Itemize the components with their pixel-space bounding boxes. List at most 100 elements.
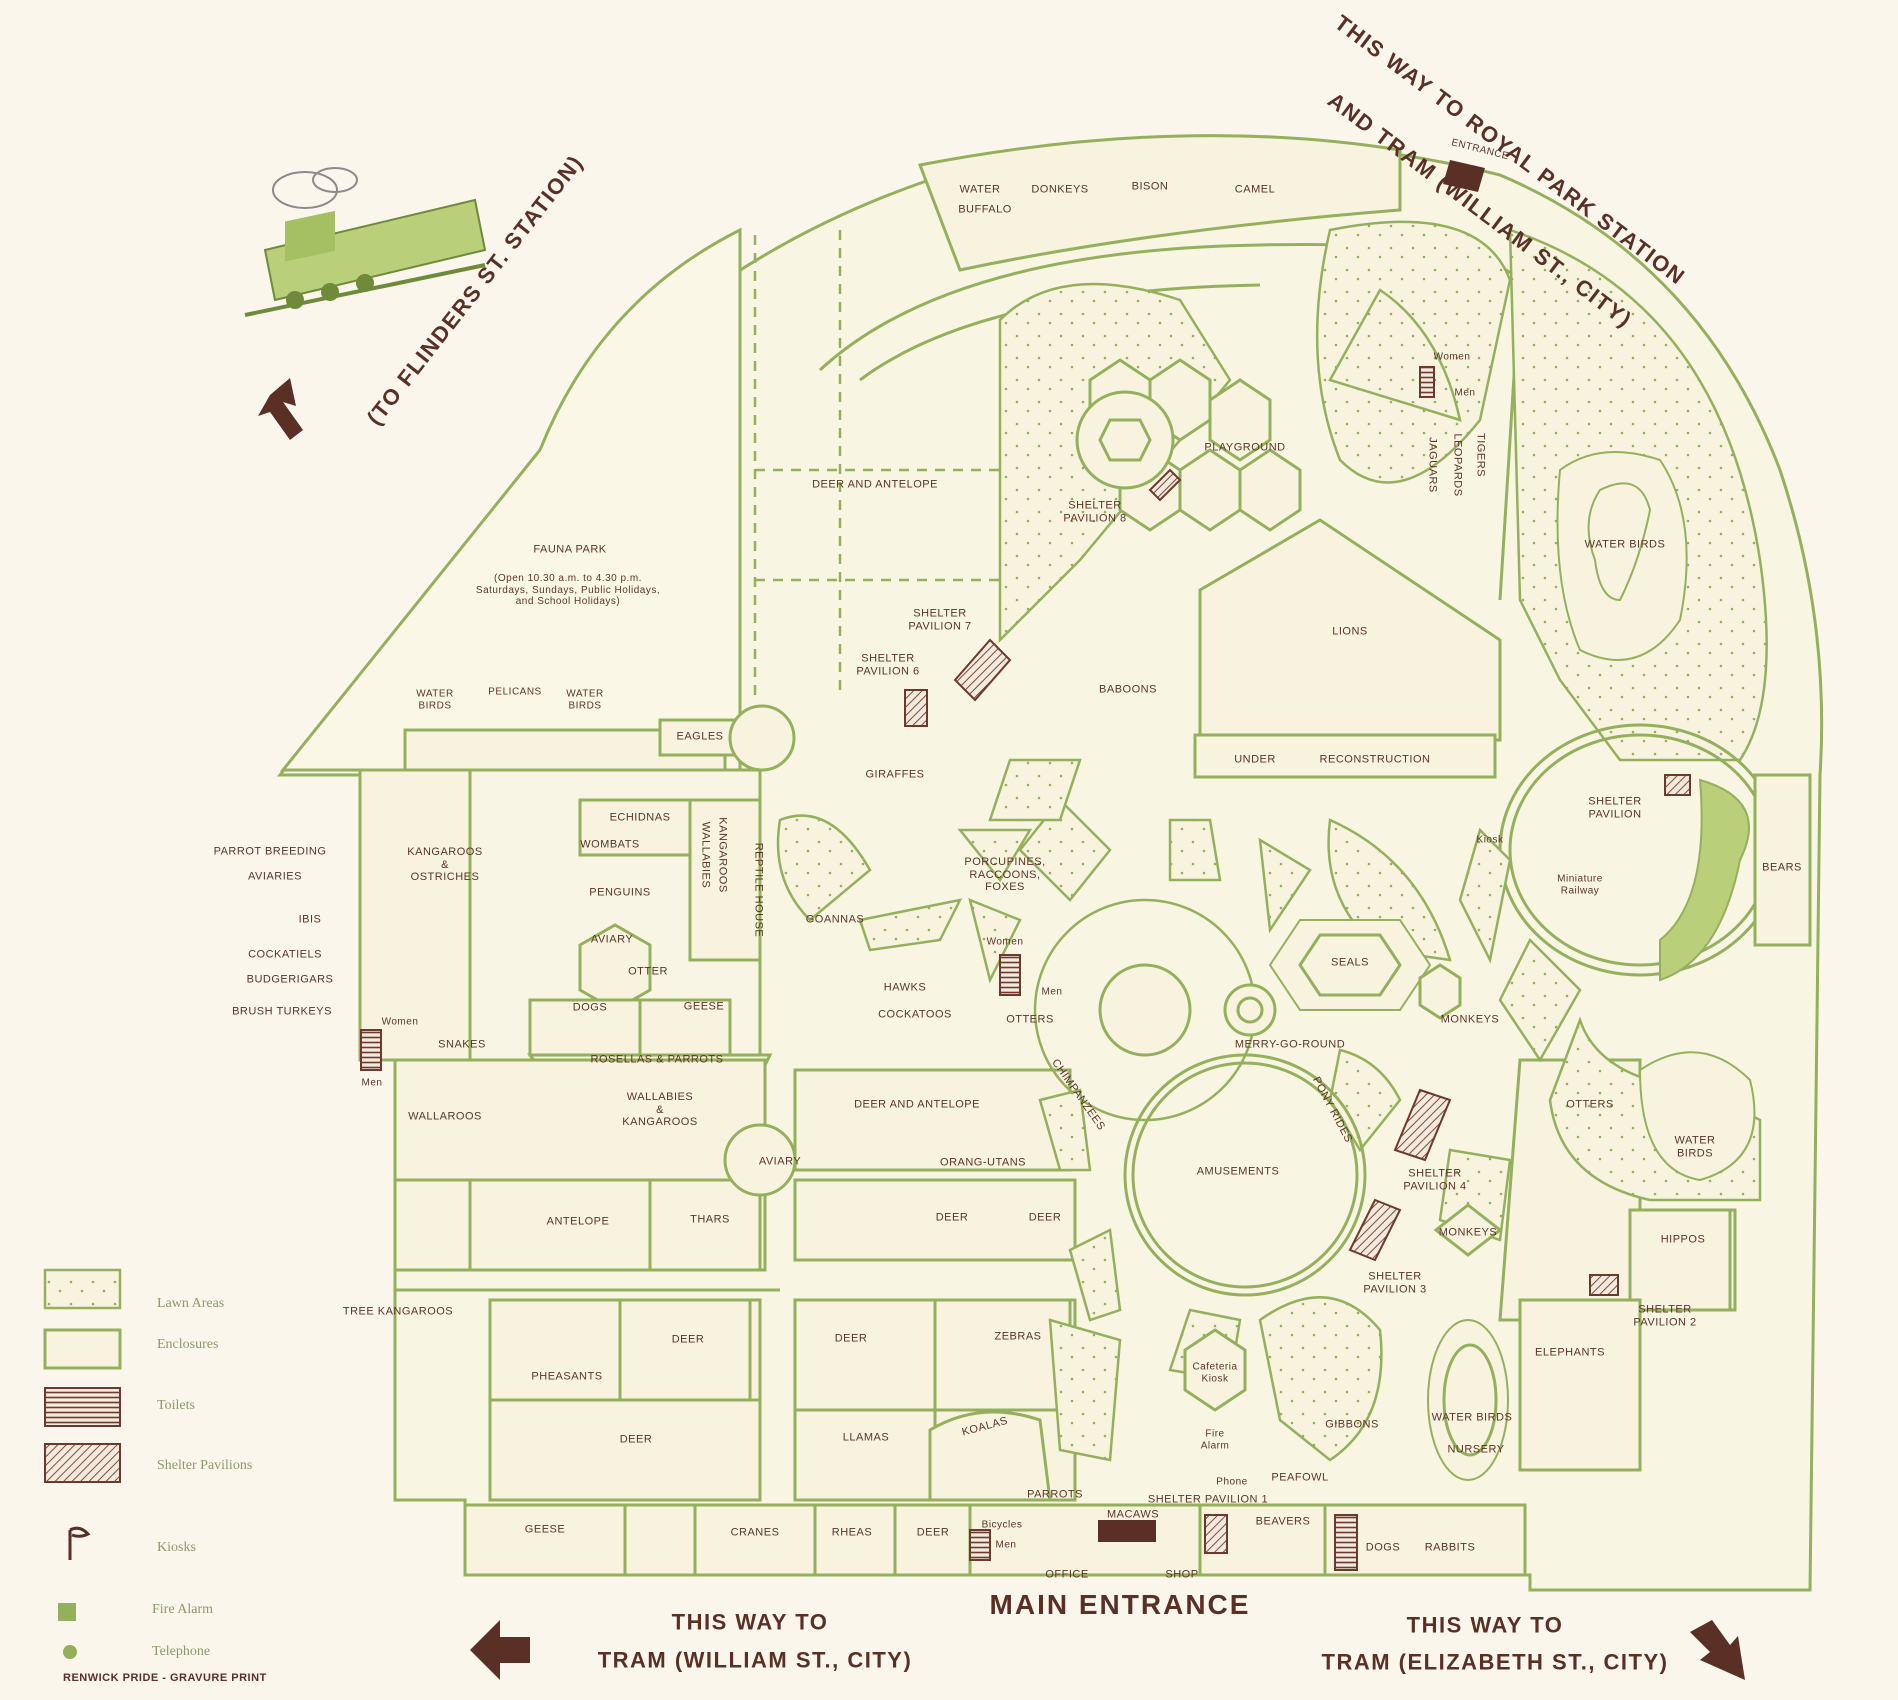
label-eagles: EAGLES <box>676 730 724 743</box>
label-kiosk-ne: Kiosk <box>1476 834 1504 846</box>
label-macaws: MACAWS <box>1106 1508 1160 1521</box>
label-shelter-pavilion: SHELTER PAVILION <box>1588 795 1642 820</box>
arrow-west <box>470 1620 530 1680</box>
label-phone: Phone <box>1216 1476 1248 1488</box>
label-nursery: NURSERY <box>1447 1443 1505 1456</box>
label-water-birds-s: WATER BIRDS <box>1431 1411 1513 1424</box>
wallaroos-enclosure <box>393 1058 767 1182</box>
legend-fire-label: Fire Alarm <box>152 1602 214 1617</box>
shelter-pavilion-6 <box>904 689 928 727</box>
main-entrance-label: MAIN ENTRANCE <box>989 1588 1251 1620</box>
label-rheas: RHEAS <box>831 1526 873 1539</box>
label-deer-1: DEER <box>935 1211 969 1224</box>
label-women-mid: Women <box>986 936 1024 948</box>
label-camel: CAMEL <box>1234 183 1276 196</box>
label-penguins: PENGUINS <box>589 886 651 899</box>
label-shelter-8: SHELTER PAVILION 8 <box>1063 499 1127 524</box>
label-elephants: ELEPHANTS <box>1535 1346 1605 1359</box>
legend-kiosk-label: Kiosks <box>157 1540 196 1555</box>
east-direction-line1: THIS WAY TO <box>1406 1612 1564 1638</box>
label-miniature-railway: Miniature Railway <box>1557 873 1603 897</box>
label-deer-4: DEER <box>834 1332 868 1345</box>
label-tigers: TIGERS <box>1474 433 1487 477</box>
label-women-w: Women <box>381 1016 419 1028</box>
label-deer-3: DEER <box>671 1333 705 1346</box>
label-wallaroos: WALLAROOS <box>408 1110 482 1123</box>
label-water-buffalo-2: BUFFALO <box>958 203 1012 216</box>
legend-toilet-label: Toilets <box>157 1398 195 1413</box>
label-men-s: Men <box>995 1539 1017 1551</box>
fauna-park-hours: (Open 10.30 a.m. to 4.30 p.m. Saturdays,… <box>475 572 661 607</box>
label-llamas: LLAMAS <box>842 1431 890 1444</box>
label-bison: BISON <box>1131 180 1169 193</box>
label-monkeys-2: MONKEYS <box>1438 1226 1498 1239</box>
label-zebras: ZEBRAS <box>994 1330 1042 1343</box>
east-direction-line2: TRAM (ELIZABETH ST., CITY) <box>1321 1649 1669 1675</box>
label-deer-2: DEER <box>1028 1211 1062 1224</box>
main-entrance-gate <box>1098 1520 1156 1542</box>
label-men-mid: Men <box>1041 986 1063 998</box>
label-shelter-2: SHELTER PAVILION 2 <box>1633 1303 1697 1328</box>
label-seals: SEALS <box>1331 956 1369 969</box>
label-bicycles: Bicycles <box>981 1519 1023 1531</box>
label-reptile-house: REPTILE HOUSE <box>752 842 765 938</box>
label-shelter-3: SHELTER PAVILION 3 <box>1363 1270 1427 1295</box>
label-pelicans: PELICANS <box>488 686 542 698</box>
label-water-birds-w2: WATER BIRDS <box>566 688 604 712</box>
label-shelter-4: SHELTER PAVILION 4 <box>1403 1167 1467 1192</box>
west-direction-line1: THIS WAY TO <box>671 1609 829 1635</box>
label-pheasants: PHEASANTS <box>531 1370 603 1383</box>
train-illustration <box>244 167 487 317</box>
printer-credit: RENWICK PRIDE - GRAVURE PRINT <box>63 1672 267 1684</box>
label-dogs-w: DOGS <box>572 1001 608 1014</box>
label-water-birds-ne: WATER BIRDS <box>1584 538 1666 551</box>
label-aviary-1: AVIARY <box>590 933 634 946</box>
label-water-birds-w1: WATER BIRDS <box>416 688 454 712</box>
cafeteria-kiosk-building <box>1183 1328 1247 1412</box>
arrow-east <box>1690 1620 1745 1680</box>
label-baboons: BABOONS <box>1099 683 1157 696</box>
label-porcupines: PORCUPINES, RACCOONS, FOXES <box>964 856 1046 894</box>
label-playground: PLAYGROUND <box>1204 441 1286 454</box>
label-cockatiels: COCKATIELS <box>248 948 322 961</box>
label-hawks: HAWKS <box>883 981 927 994</box>
label-aviary-2: AVIARY <box>758 1155 802 1168</box>
label-beavers: BEAVERS <box>1255 1515 1311 1528</box>
label-deer-5: DEER <box>619 1433 653 1446</box>
shelter-pavilion-7 <box>953 638 1012 702</box>
label-ibis: IBIS <box>298 913 322 926</box>
label-shelter-1: SHELTER PAVILION 1 <box>1147 1493 1269 1506</box>
north-entrance-gate <box>1443 160 1485 192</box>
label-men-w: Men <box>361 1077 383 1089</box>
label-kangaroos-ostriches: KANGAROOS & OSTRICHES <box>407 846 483 884</box>
label-goannas: GOANNAS <box>805 913 865 926</box>
arrow-flinders <box>258 378 303 440</box>
west-direction-line2: TRAM (WILLIAM ST., CITY) <box>597 1647 913 1673</box>
fauna-park-area <box>279 227 742 772</box>
label-bears: BEARS <box>1762 861 1802 874</box>
label-gibbons: GIBBONS <box>1325 1418 1379 1431</box>
label-under: UNDER <box>1234 753 1276 766</box>
label-women-top: Women <box>1433 351 1471 363</box>
label-otter: OTTER <box>628 965 668 978</box>
label-wallabies-kangaroos: WALLABIES & KANGAROOS <box>622 1091 698 1129</box>
legend-phone-label: Telephone <box>152 1644 211 1659</box>
legend-lawn-label: Lawn Areas <box>157 1296 225 1311</box>
label-dogs-s: DOGS <box>1365 1541 1401 1554</box>
label-brush-turkeys: BRUSH TURKEYS <box>232 1005 332 1018</box>
label-fire-alarm: Fire Alarm <box>1200 1428 1230 1452</box>
label-tree-kangaroos: TREE KANGAROOS <box>342 1305 454 1318</box>
label-parrots: PARROTS <box>1027 1488 1083 1501</box>
kangaroos-ostriches-enclosure <box>358 768 472 1062</box>
label-men-top: Men <box>1454 387 1476 399</box>
label-deer-6: DEER <box>916 1526 950 1539</box>
label-merry-go-round: MERRY-GO-ROUND <box>1234 1038 1346 1051</box>
label-hippos: HIPPOS <box>1660 1233 1706 1246</box>
legend <box>43 1268 122 1659</box>
label-otters-1: OTTERS <box>1006 1013 1054 1026</box>
label-cockatoos: COCKATOOS <box>878 1008 952 1021</box>
label-otters-2: OTTERS <box>1566 1098 1614 1111</box>
legend-shelter-label: Shelter Pavilions <box>157 1458 253 1473</box>
label-budgerigars: BUDGERIGARS <box>246 973 334 986</box>
